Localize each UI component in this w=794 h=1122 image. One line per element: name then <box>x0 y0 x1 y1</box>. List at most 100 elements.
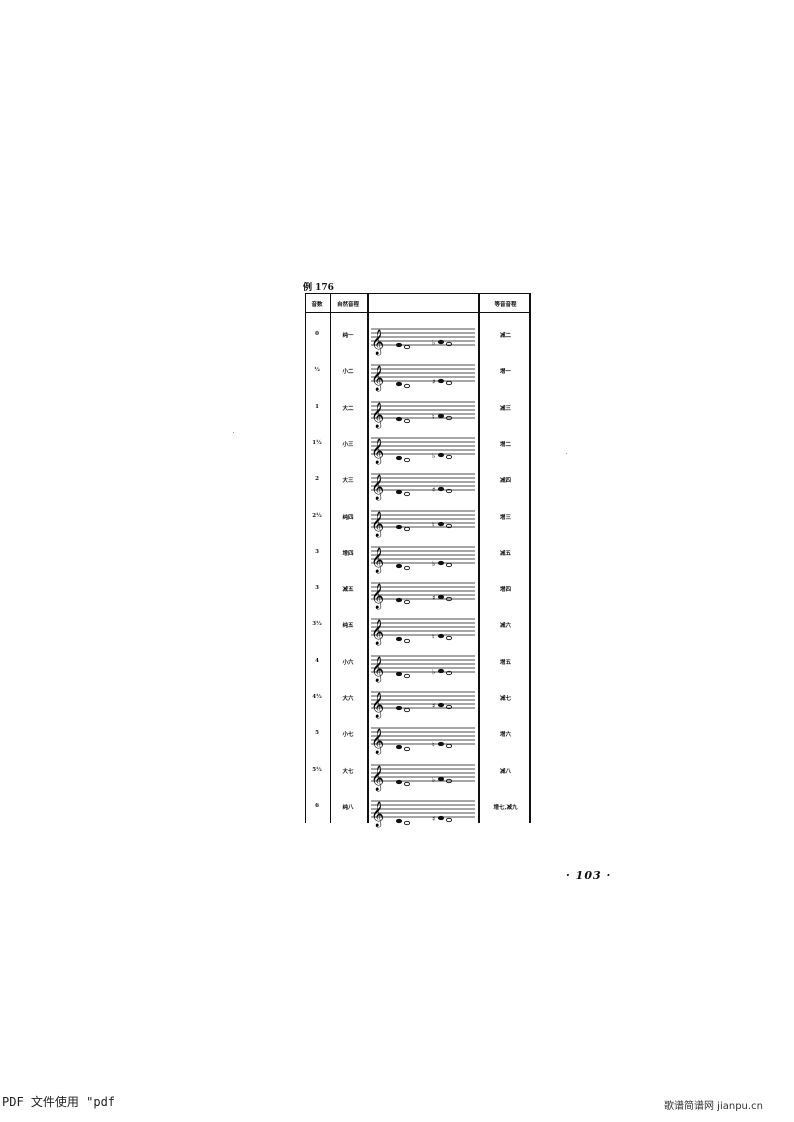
cell-interval: 小七 <box>342 732 354 739</box>
cell-interval: 小六 <box>342 659 354 666</box>
treble-clef-icon: 𝄞 <box>371 438 384 464</box>
cell-steps: 1½ <box>312 439 322 446</box>
accidental-icon: ♭ <box>432 668 435 676</box>
cell-enharmonic: 增六 <box>499 732 511 739</box>
accidental-icon: ♯ <box>432 702 435 710</box>
table-row: 5 小七 增六 𝄞♮ <box>305 722 531 758</box>
example-label: 例 176 <box>303 283 334 293</box>
cell-steps: 2 <box>315 476 319 483</box>
cell-enharmonic: 减二 <box>499 333 511 339</box>
treble-clef-icon: 𝄞 <box>371 801 384 827</box>
note-head-icon <box>437 668 445 673</box>
music-staff: 𝄞♮ <box>371 619 475 645</box>
note-head-icon <box>403 457 411 463</box>
note-head-icon <box>437 815 445 821</box>
note-head-icon <box>403 384 411 389</box>
cell-interval: 大七 <box>342 768 354 775</box>
note-head-icon <box>445 744 453 749</box>
note-head-icon <box>445 415 453 420</box>
table-row: 3½ 纯五 减六 𝄞♮ <box>305 613 531 649</box>
cell-enharmonic: 减八 <box>499 768 511 775</box>
footer-watermark: 歌谱简谱网 jianpu.cn <box>664 1101 763 1112</box>
note-head-icon <box>395 490 403 495</box>
cell-steps: 3½ <box>312 621 322 628</box>
header-enharmonic: 等音音程 <box>494 302 517 308</box>
column-divider <box>367 293 369 823</box>
cell-enharmonic: 减六 <box>499 623 511 630</box>
music-staff: 𝄞♭ <box>371 437 475 464</box>
cell-enharmonic: 增一 <box>499 369 511 376</box>
treble-clef-icon: 𝄞 <box>371 547 384 573</box>
cell-enharmonic: 减五 <box>499 550 511 557</box>
note-head-icon <box>445 817 453 823</box>
note-head-icon <box>437 487 445 492</box>
accidental-icon: ♭ <box>432 560 435 568</box>
header-rule <box>305 312 531 313</box>
note-head-icon <box>437 742 445 747</box>
cell-steps: 4 <box>315 657 319 664</box>
note-head-icon <box>395 455 403 461</box>
music-staff: 𝄞♮ <box>371 401 475 428</box>
accidental-icon: ♭ <box>432 452 435 460</box>
cell-enharmonic: 减四 <box>499 478 511 485</box>
cell-interval: 减五 <box>342 587 354 594</box>
cell-enharmonic: 增五 <box>499 659 511 666</box>
cell-interval: 大二 <box>342 405 354 412</box>
accidental-icon: ♭ <box>432 776 435 784</box>
cell-enharmonic: 减三 <box>499 405 511 412</box>
cell-enharmonic: 增四 <box>499 587 511 594</box>
scan-speck <box>233 432 234 433</box>
cell-steps: 5 <box>315 730 319 737</box>
music-staff: 𝄞♯ <box>371 800 475 827</box>
note-head-icon <box>395 524 403 529</box>
note-head-icon <box>403 492 411 497</box>
note-head-icon <box>403 781 411 786</box>
music-staff: 𝄞♮ <box>371 727 475 754</box>
cell-enharmonic: 减七 <box>499 696 511 702</box>
treble-clef-icon: 𝄞 <box>371 619 384 645</box>
cell-interval: 纯八 <box>342 804 354 811</box>
cell-steps: 2½ <box>312 512 322 519</box>
note-head-icon <box>437 594 445 600</box>
music-staff: 𝄞♯ <box>371 473 475 500</box>
treble-clef-icon: 𝄞 <box>371 329 384 355</box>
cell-enharmonic: 增三 <box>499 514 511 521</box>
treble-clef-icon: 𝄞 <box>371 728 384 754</box>
note-head-icon <box>437 379 445 384</box>
note-head-icon <box>445 636 453 641</box>
note-head-icon <box>403 820 411 826</box>
note-head-icon <box>403 673 411 678</box>
treble-clef-icon: 𝄞 <box>371 765 384 791</box>
treble-clef-icon: 𝄞 <box>371 402 384 428</box>
cell-steps: 1 <box>315 403 319 410</box>
note-head-icon <box>395 745 403 750</box>
note-head-icon <box>437 702 445 708</box>
cell-interval: 大六 <box>342 696 354 702</box>
note-head-icon <box>445 523 453 528</box>
note-head-icon <box>403 747 411 752</box>
note-head-icon <box>445 596 453 602</box>
treble-clef-icon: 𝄞 <box>371 692 384 718</box>
table-right-border <box>529 293 531 823</box>
note-head-icon <box>445 562 453 567</box>
cell-interval: 增四 <box>342 550 354 557</box>
note-head-icon <box>395 382 403 387</box>
cell-interval: 纯五 <box>342 623 354 630</box>
table-top-rule <box>305 293 531 294</box>
music-staff: 𝄞♯ <box>371 364 475 391</box>
cell-steps: 3 <box>315 548 319 555</box>
note-head-icon <box>445 341 453 347</box>
note-head-icon <box>395 416 403 421</box>
note-head-icon <box>437 521 445 526</box>
cell-enharmonic: 增二 <box>499 441 511 448</box>
column-divider <box>330 293 331 823</box>
note-head-icon <box>445 670 453 675</box>
table-row: 1 大二 减三 𝄞♮ <box>305 396 531 432</box>
note-head-icon <box>403 565 411 570</box>
note-head-icon <box>403 526 411 531</box>
